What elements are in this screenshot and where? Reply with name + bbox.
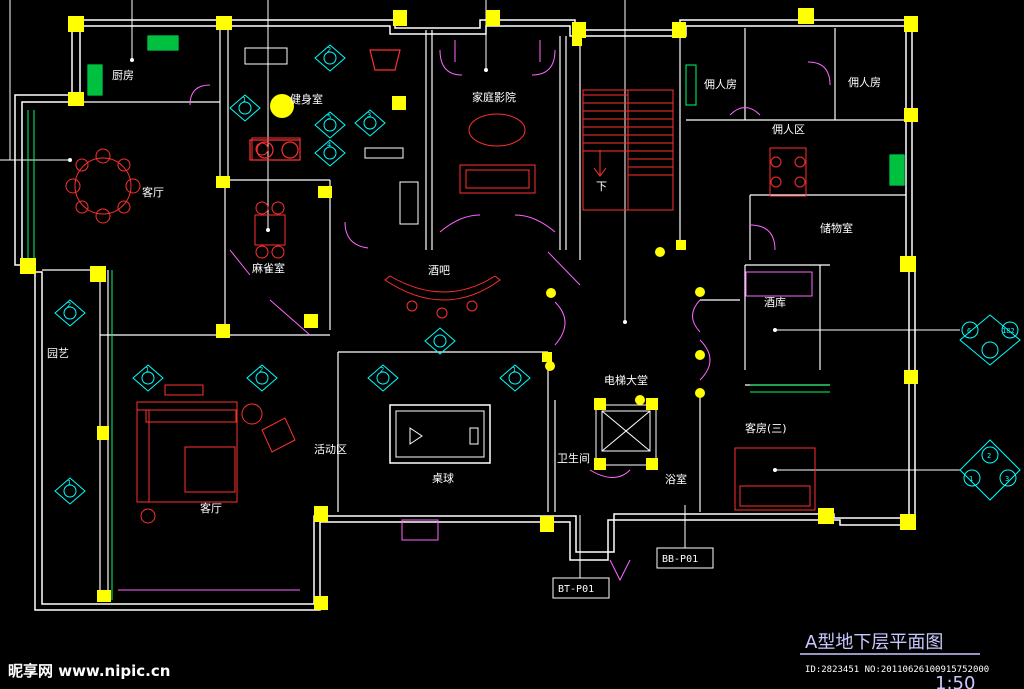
svg-text:1: 1 xyxy=(969,475,973,483)
room-label-home-theater: 家庭影院 xyxy=(472,90,516,104)
room-label-gym: 健身室 xyxy=(290,92,323,106)
svg-text:3: 3 xyxy=(1005,475,1009,483)
leader-lines xyxy=(0,0,960,471)
staircase xyxy=(582,89,674,211)
svg-text:182: 182 xyxy=(1002,327,1015,335)
room-label-kitchen: 厨房 xyxy=(112,69,134,82)
kitchen-counter xyxy=(88,65,102,95)
room-labels: 厨房 健身室 家庭影院 客厅 麻雀室 酒吧 园艺 活动区 客厅 桌球 下 佣人房… xyxy=(47,69,881,515)
kitchen-sink xyxy=(148,36,178,50)
elevator xyxy=(595,404,657,466)
room-label-bathroom: 浴室 xyxy=(665,472,687,486)
room-label-activity: 活动区 xyxy=(314,443,347,456)
room-label-bar: 酒吧 xyxy=(428,264,450,277)
watermark-site: 昵享网 www.nipic.cn xyxy=(8,662,170,680)
room-label-living-bottom: 客厅 xyxy=(200,501,222,515)
svg-text:2: 2 xyxy=(327,46,331,54)
drawing-title: A型地下层平面图 xyxy=(805,632,943,653)
room-label-garden: 园艺 xyxy=(47,347,69,360)
svg-text:5: 5 xyxy=(327,113,331,121)
svg-text:2: 2 xyxy=(380,366,384,374)
svg-text:1: 1 xyxy=(242,96,246,104)
room-label-guest-room-3: 客房(三) xyxy=(745,421,787,435)
elevation-markers xyxy=(54,44,1021,505)
drawing-scale: 1:50 xyxy=(935,673,975,689)
svg-text:2: 2 xyxy=(987,452,991,460)
svg-text:4: 4 xyxy=(327,141,331,149)
svg-text:BT-P01: BT-P01 xyxy=(558,584,594,595)
svg-text:2: 2 xyxy=(67,301,71,309)
svg-text:BB-P01: BB-P01 xyxy=(662,554,698,565)
title-block: A型地下层平面图 1:50 xyxy=(800,632,980,689)
tag-bb-p01: BB-P01 xyxy=(656,505,714,569)
gym-equipment xyxy=(249,49,401,161)
svg-text:1: 1 xyxy=(145,366,149,374)
room-label-elevator-hall: 电梯大堂 xyxy=(604,373,648,387)
room-label-servant-area: 佣人区 xyxy=(772,123,805,136)
svg-text:3: 3 xyxy=(367,111,371,119)
pool-table xyxy=(389,404,491,464)
structural-columns xyxy=(20,8,918,610)
svg-text:1: 1 xyxy=(512,366,516,374)
servant-sink xyxy=(890,155,904,185)
room-label-servant-room-1: 佣人房 xyxy=(704,78,737,91)
room-label-living-top: 客厅 xyxy=(142,185,164,199)
room-label-mahjong: 麻雀室 xyxy=(252,261,285,275)
gym-machines xyxy=(244,47,419,225)
watermark: 昵享网 www.nipic.cn ID:2823451 NO:201106261… xyxy=(0,655,1024,689)
doors xyxy=(118,40,831,591)
stair-down-label: 下 xyxy=(596,180,607,193)
leader-dots xyxy=(68,58,777,472)
furniture xyxy=(65,113,816,524)
svg-text:6: 6 xyxy=(967,327,971,335)
room-label-storage: 储物室 xyxy=(820,221,853,235)
marker-numbers: 2 1 5 4 3 2 1 2 2 1 1 6 182 2 1 3 xyxy=(67,46,1015,487)
svg-text:1: 1 xyxy=(67,479,71,487)
room-label-wine-cellar: 酒库 xyxy=(764,296,786,309)
room-label-billiards: 桌球 xyxy=(432,471,454,485)
room-label-restroom: 卫生间 xyxy=(557,451,590,465)
tag-bt-p01: BT-P01 xyxy=(552,515,610,599)
svg-text:2: 2 xyxy=(259,366,263,374)
watermark-id: ID:2823451 NO:20110626100915752000 xyxy=(805,665,989,675)
room-label-servant-room-2: 佣人房 xyxy=(848,76,881,89)
